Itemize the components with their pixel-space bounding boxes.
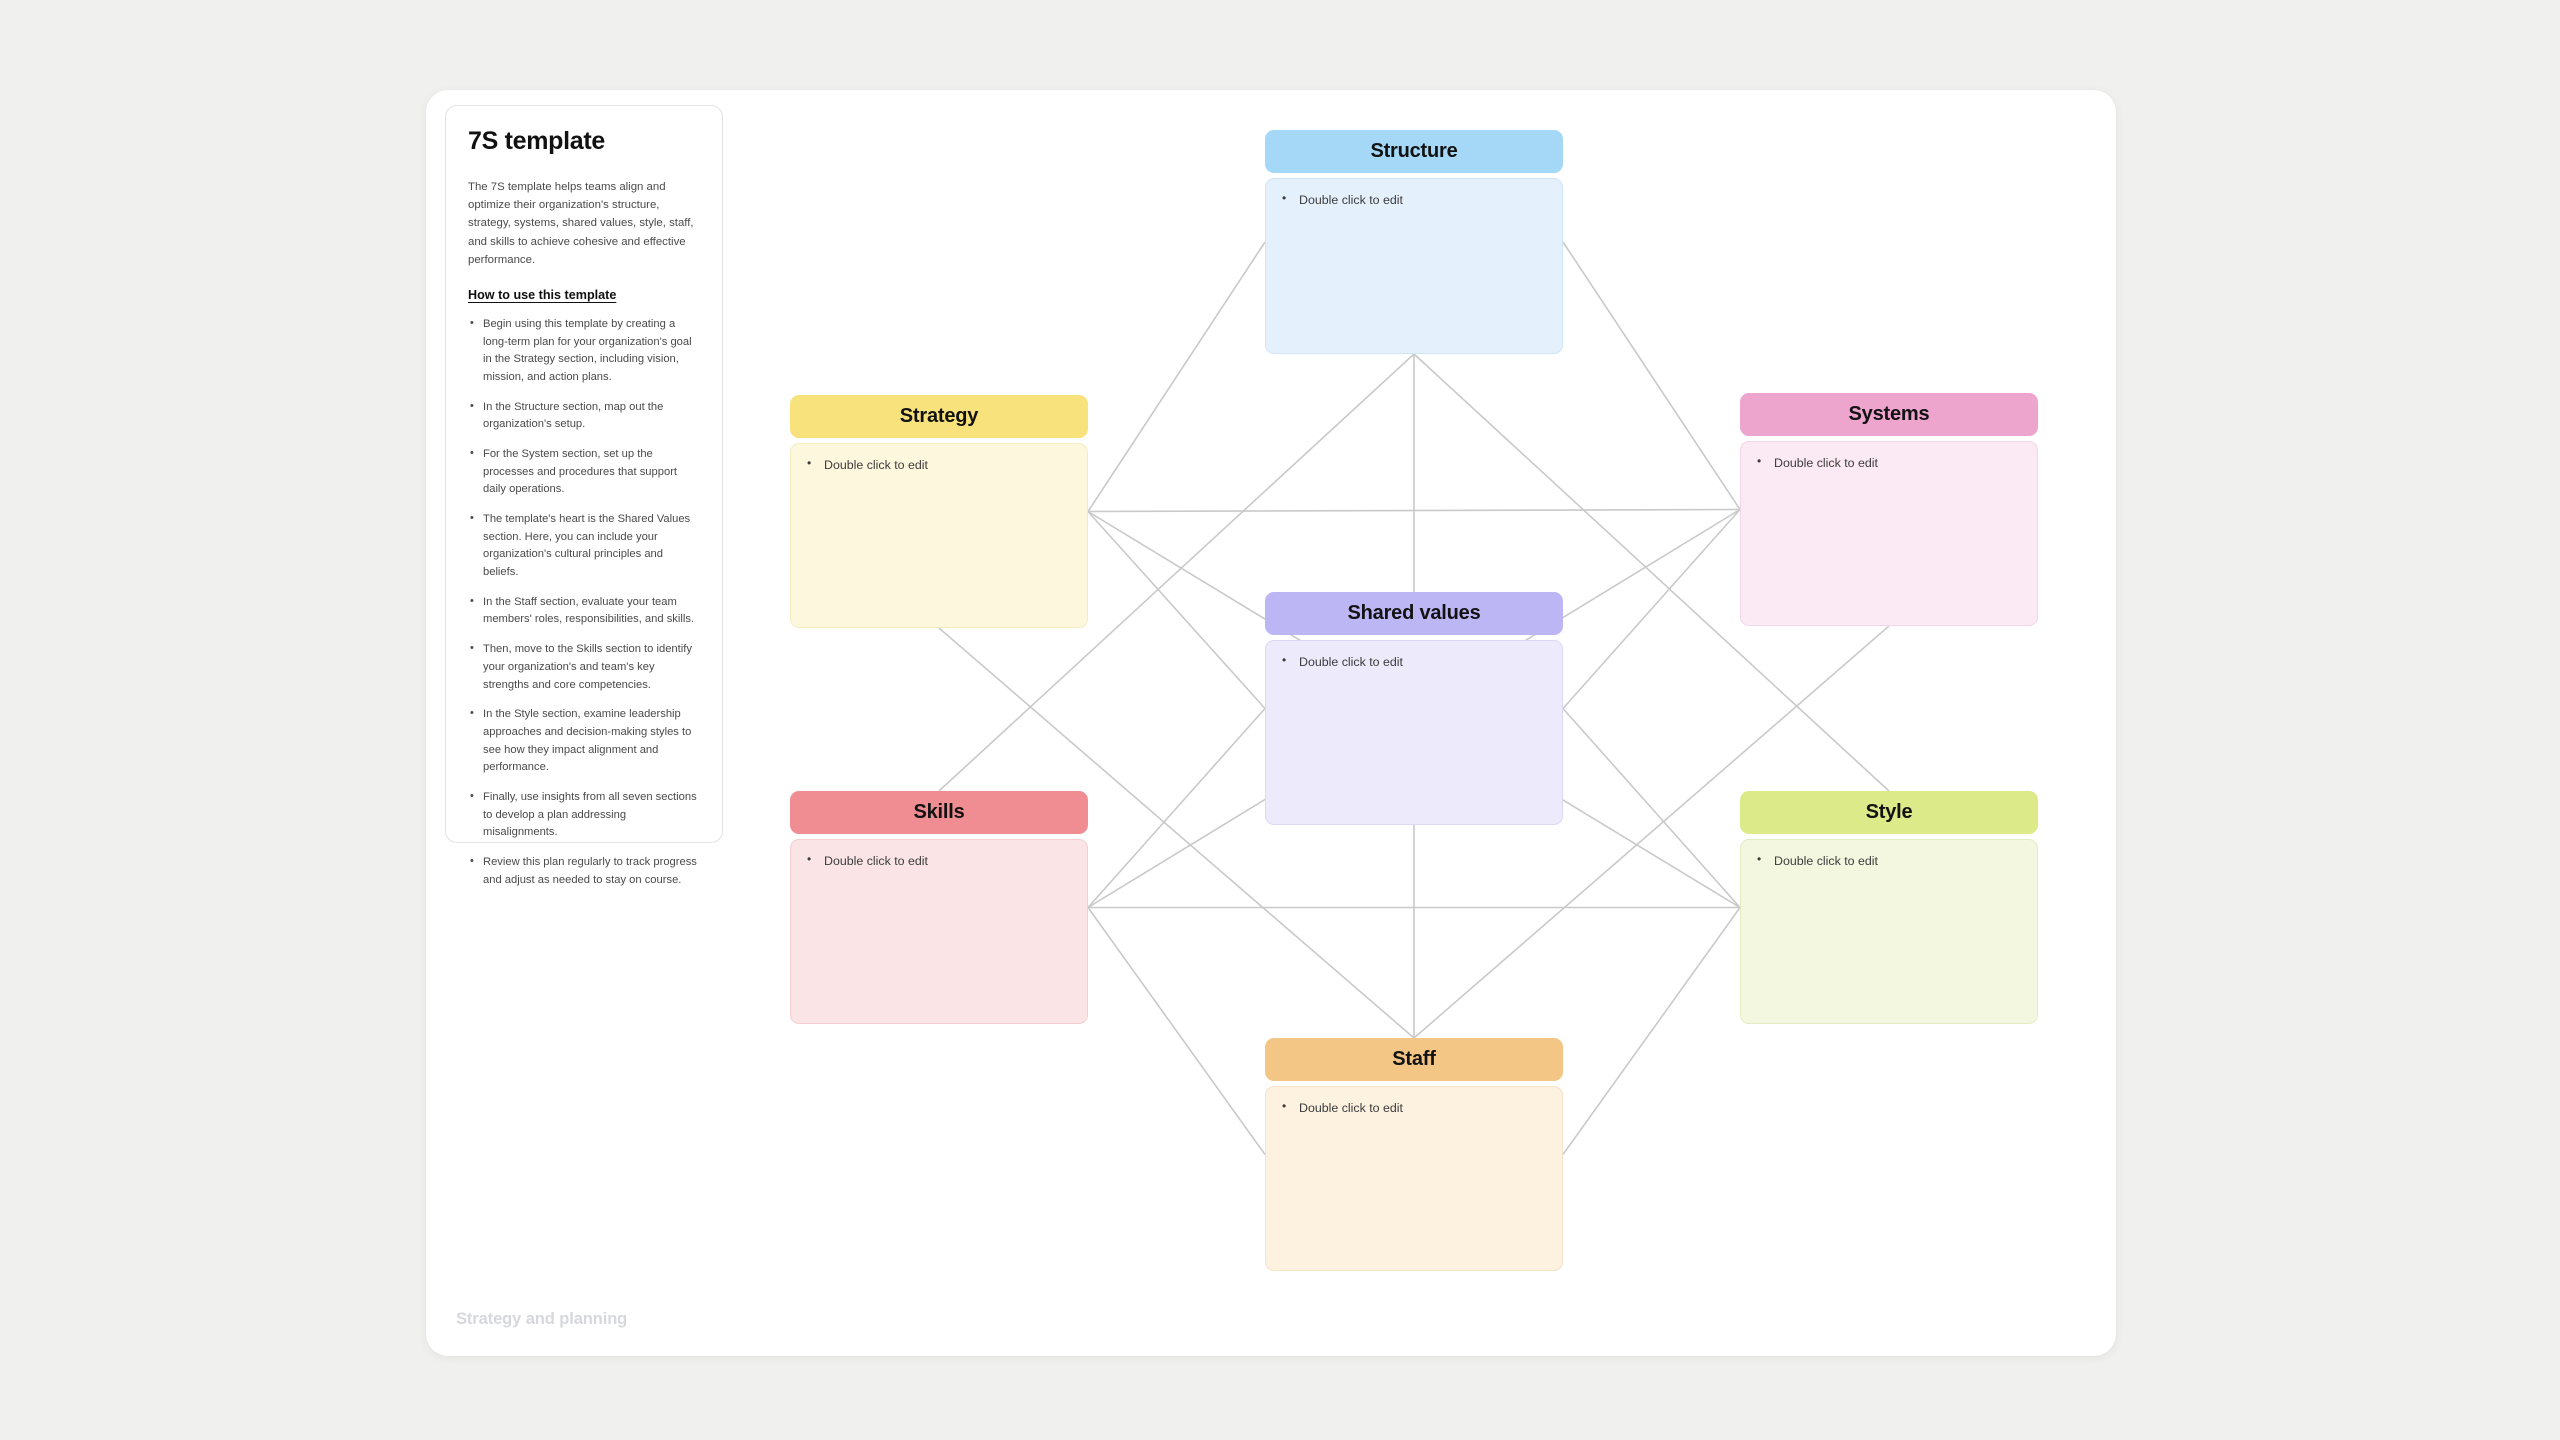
node-placeholder[interactable]: Double click to edit bbox=[1280, 191, 1546, 208]
node-header-style[interactable]: Style bbox=[1740, 791, 2038, 834]
node-body-systems[interactable]: Double click to edit bbox=[1740, 441, 2038, 626]
node-title: Staff bbox=[1392, 1048, 1436, 1070]
node-placeholder[interactable]: Double click to edit bbox=[805, 456, 1071, 473]
node-body-style[interactable]: Double click to edit bbox=[1740, 839, 2038, 1024]
node-staff[interactable]: StaffDouble click to edit bbox=[1265, 1038, 1563, 1271]
list-item: Begin using this template by creating a … bbox=[468, 315, 698, 387]
list-item: Review this plan regularly to track prog… bbox=[468, 853, 698, 889]
node-body-staff[interactable]: Double click to edit bbox=[1265, 1086, 1563, 1271]
node-title: Systems bbox=[1848, 403, 1930, 425]
how-to-use-heading: How to use this template bbox=[468, 287, 617, 302]
node-title: Structure bbox=[1370, 140, 1458, 162]
node-placeholder[interactable]: Double click to edit bbox=[1280, 1099, 1546, 1116]
template-description: The 7S template helps teams align and op… bbox=[468, 180, 694, 267]
node-header-strategy[interactable]: Strategy bbox=[790, 395, 1088, 438]
board-footer-label: Strategy and planning bbox=[456, 1310, 628, 1328]
node-header-staff[interactable]: Staff bbox=[1265, 1038, 1563, 1081]
node-title: Shared values bbox=[1347, 602, 1481, 624]
node-style[interactable]: StyleDouble click to edit bbox=[1740, 791, 2038, 1024]
node-header-shared-values[interactable]: Shared values bbox=[1265, 592, 1563, 635]
node-title: Skills bbox=[913, 801, 965, 823]
node-body-structure[interactable]: Double click to edit bbox=[1265, 178, 1563, 354]
node-shared-values[interactable]: Shared valuesDouble click to edit bbox=[1265, 592, 1563, 825]
list-item: In the Structure section, map out the or… bbox=[468, 398, 698, 434]
node-header-structure[interactable]: Structure bbox=[1265, 130, 1563, 173]
node-title: Style bbox=[1865, 801, 1913, 823]
node-body-strategy[interactable]: Double click to edit bbox=[790, 443, 1088, 628]
node-placeholder[interactable]: Double click to edit bbox=[1755, 852, 2021, 869]
node-structure[interactable]: StructureDouble click to edit bbox=[1265, 130, 1563, 354]
node-header-skills[interactable]: Skills bbox=[790, 791, 1088, 834]
node-skills[interactable]: SkillsDouble click to edit bbox=[790, 791, 1088, 1024]
list-item: The template's heart is the Shared Value… bbox=[468, 510, 698, 582]
list-item: Then, move to the Skills section to iden… bbox=[468, 640, 698, 694]
node-placeholder[interactable]: Double click to edit bbox=[1755, 454, 2021, 471]
list-item: For the System section, set up the proce… bbox=[468, 445, 698, 499]
how-to-use-list: Begin using this template by creating a … bbox=[468, 315, 698, 890]
node-header-systems[interactable]: Systems bbox=[1740, 393, 2038, 436]
node-body-skills[interactable]: Double click to edit bbox=[790, 839, 1088, 1024]
node-systems[interactable]: SystemsDouble click to edit bbox=[1740, 393, 2038, 626]
page-title: 7S template bbox=[468, 127, 606, 155]
node-placeholder[interactable]: Double click to edit bbox=[1280, 653, 1546, 670]
list-item: Finally, use insights from all seven sec… bbox=[468, 788, 698, 842]
node-strategy[interactable]: StrategyDouble click to edit bbox=[790, 395, 1088, 628]
node-body-shared-values[interactable]: Double click to edit bbox=[1265, 640, 1563, 825]
node-placeholder[interactable]: Double click to edit bbox=[805, 852, 1071, 869]
list-item: In the Staff section, evaluate your team… bbox=[468, 593, 698, 629]
list-item: In the Style section, examine leadership… bbox=[468, 705, 698, 777]
node-title: Strategy bbox=[899, 405, 979, 427]
template-info-panel: 7S template The 7S template helps teams … bbox=[445, 105, 723, 886]
